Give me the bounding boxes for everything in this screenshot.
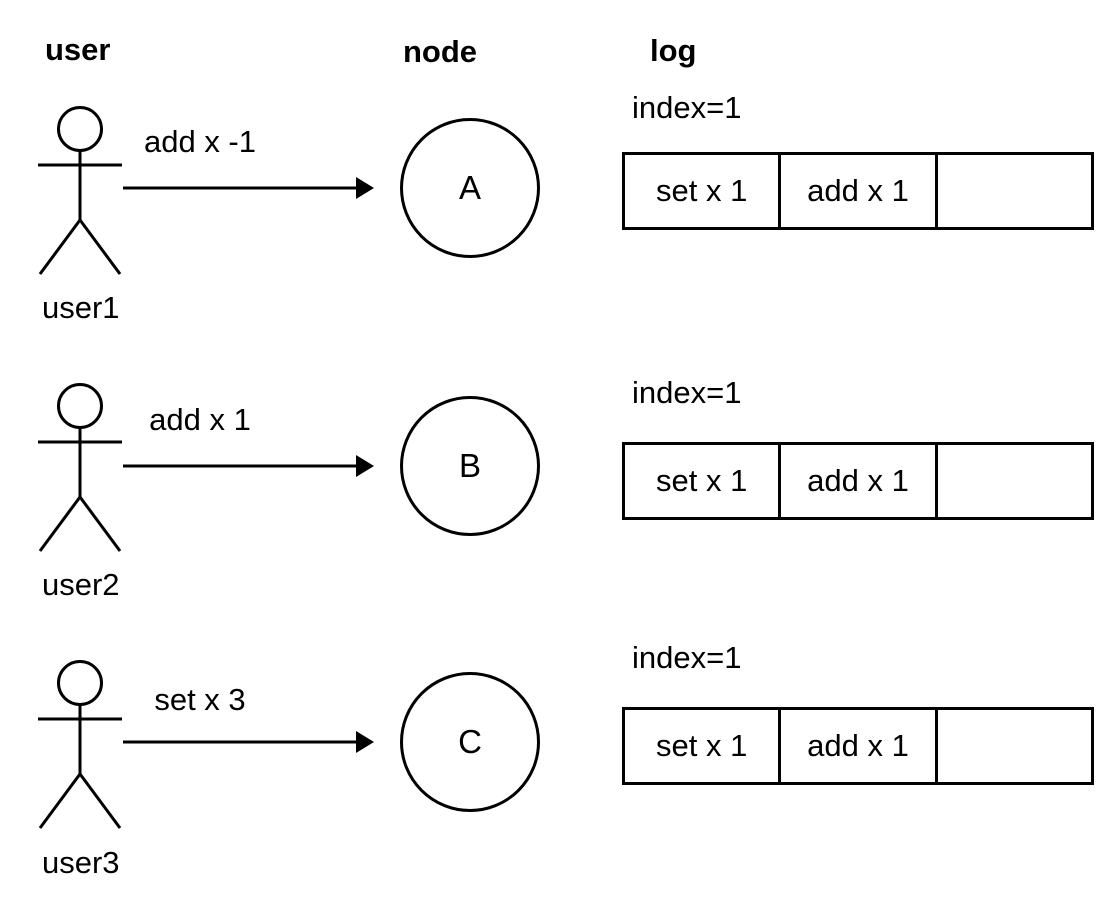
message-arrow-icon (123, 731, 374, 753)
log-index-label: index=1 (632, 375, 742, 410)
log-cell: add x 1 (781, 710, 938, 782)
node-label: C (458, 723, 482, 760)
user-name-label: user3 (42, 845, 120, 880)
node-circle: C (400, 672, 540, 812)
log-index-label: index=1 (632, 90, 742, 125)
log-cell: set x 1 (625, 710, 782, 782)
log-table: set x 1 add x 1 (622, 442, 1094, 520)
message-label: add x -1 (143, 124, 256, 159)
log-cell: set x 1 (625, 155, 782, 227)
message-label: set x 3 (154, 682, 246, 717)
log-cell: set x 1 (625, 445, 782, 517)
log-cell-empty (938, 710, 1091, 782)
node-label: A (458, 169, 481, 206)
user-actor-icon (38, 660, 122, 829)
log-cell: add x 1 (781, 155, 938, 227)
node-circle: B (400, 396, 540, 536)
message-label: add x 1 (149, 402, 251, 437)
log-table: set x 1 add x 1 (622, 707, 1094, 785)
log-table: set x 1 add x 1 (622, 152, 1094, 230)
log-cell-empty (938, 155, 1091, 227)
user-actor-icon (38, 383, 122, 552)
node-circle: A (400, 118, 540, 258)
node-label: B (458, 447, 481, 484)
message-arrow-icon (123, 177, 374, 199)
log-index-label: index=1 (632, 640, 742, 675)
column-header-user: user (45, 32, 111, 67)
user-name-label: user1 (42, 290, 120, 325)
column-header-node: node (403, 34, 478, 69)
log-cell-empty (938, 445, 1091, 517)
user-name-label: user2 (42, 567, 120, 602)
user-actor-icon (38, 106, 122, 275)
column-header-log: log (650, 33, 697, 68)
message-arrow-icon (123, 455, 374, 477)
log-cell: add x 1 (781, 445, 938, 517)
